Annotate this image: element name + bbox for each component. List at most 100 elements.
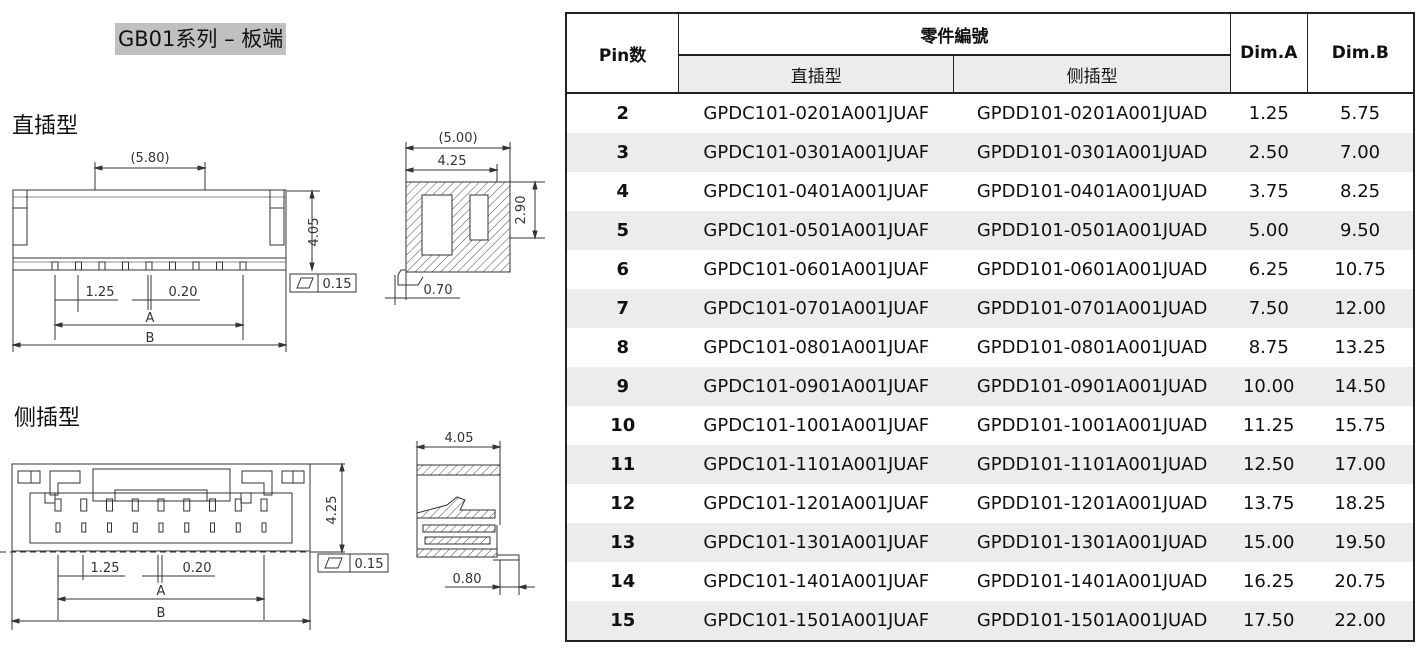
side-part-cell: GPDD101-0801A001JUAD	[976, 337, 1208, 358]
side-part-cell: GPDD101-1101A001JUAD	[953, 445, 1231, 484]
side-part-cell: GPDD101-0701A001JUAD	[953, 289, 1231, 328]
dim-a-cell: 1.25	[1248, 103, 1289, 124]
straight-part-cell: GPDC101-1001A001JUAF	[703, 415, 930, 436]
pin-mark	[145, 261, 153, 271]
pin-mark	[209, 498, 216, 512]
dim-a-cell: 13.75	[1242, 493, 1295, 514]
dim-b-cell: 14.50	[1307, 367, 1414, 406]
side-side-drawing: 4.05 0.80	[395, 425, 555, 600]
pin-mark	[106, 498, 113, 512]
pin-cell: 9	[566, 367, 679, 406]
dim-height-label: 2.90	[514, 196, 529, 225]
dim-b-cell: 19.50	[1307, 523, 1414, 562]
side-part-cell: GPDD101-0301A001JUAD	[953, 133, 1231, 172]
straight-front-drawing: (5.80) 4.05 0.15 1.25 0.20 A B	[0, 140, 370, 355]
dim-a-cell: 12.50	[1230, 445, 1308, 484]
side-part-cell: GPDD101-1401A001JUAD	[976, 571, 1208, 592]
straight-part-cell: GPDC101-1201A001JUAF	[703, 493, 930, 514]
side-part-cell: GPDD101-0201A001JUAD	[976, 103, 1208, 124]
pin-cell: 7	[566, 289, 679, 328]
dim-b-cell: 9.50	[1307, 211, 1414, 250]
side-part-cell: GPDD101-1501A001JUAD	[953, 601, 1231, 641]
dim-a-cell: 5.00	[1230, 211, 1308, 250]
pin-cell: 8	[616, 337, 630, 358]
pitch-label: 1.25	[91, 561, 120, 576]
pin-cell: 13	[566, 523, 679, 562]
straight-part-cell: GPDC101-1401A001JUAF	[703, 571, 930, 592]
pin-mark	[192, 261, 200, 271]
header-side: 侧插型	[953, 54, 1231, 94]
pin-width-label: 0.20	[183, 561, 212, 576]
flatness-label: 0.15	[355, 557, 384, 572]
dim-b-cell: 10.75	[1334, 259, 1386, 280]
header-pin: Pin数	[565, 12, 680, 94]
straight-part-cell: GPDC101-0801A001JUAF	[703, 337, 930, 358]
page-title: GB01系列 – 板端	[115, 23, 287, 55]
pin-cell: 5	[566, 211, 679, 250]
dim-a-cell: 17.50	[1230, 601, 1308, 641]
header-dim-a: Dim.A	[1229, 12, 1308, 94]
pin-mark	[216, 261, 223, 271]
header-straight: 直插型	[678, 54, 955, 94]
straight-part-cell: GPDC101-0201A001JUAF	[703, 103, 930, 124]
header-dim-b: Dim.B	[1306, 12, 1415, 94]
dim-a-label: A	[157, 584, 166, 599]
pin-mark	[183, 498, 191, 512]
pin-cell: 10	[610, 415, 636, 436]
pin-width-label: 0.20	[169, 285, 198, 300]
header-part-no: 零件編號	[678, 12, 1231, 56]
dim-b-cell: 22.00	[1307, 601, 1414, 641]
pin-cell: 12	[610, 493, 636, 514]
dim-a-cell: 16.25	[1242, 571, 1295, 592]
table-row: 12 GPDC101-1201A001JUAF GPDD101-1201A001JU…	[566, 484, 1414, 523]
dim-height-label: 4.05	[307, 218, 322, 247]
pin-mark	[75, 261, 82, 271]
dim-b-cell: 5.75	[1340, 103, 1381, 124]
dim-top-label: (5.80)	[130, 151, 169, 166]
straight-part-cell: GPDC101-1301A001JUAF	[678, 523, 954, 562]
pin-mark	[260, 498, 268, 512]
pin-mark	[81, 522, 87, 533]
pin-cell: 15	[566, 601, 679, 641]
straight-part-cell: GPDC101-0501A001JUAF	[678, 211, 954, 250]
dim-a-label: A	[146, 311, 155, 326]
pin-mark	[157, 498, 165, 512]
dim-b-cell: 15.75	[1334, 415, 1386, 436]
dim-a-cell: 7.50	[1230, 289, 1308, 328]
dim-b-cell: 13.25	[1334, 337, 1386, 358]
pin-mark	[184, 522, 190, 533]
dim-a-cell: 2.50	[1230, 133, 1308, 172]
dim-b-cell: 20.75	[1334, 571, 1386, 592]
pin-cell: 4	[616, 181, 630, 202]
straight-part-cell: GPDC101-0401A001JUAF	[703, 181, 930, 202]
pin-mark	[239, 261, 247, 271]
side-part-cell: GPDD101-0601A001JUAD	[976, 259, 1208, 280]
side-part-cell: GPDD101-1201A001JUAD	[976, 493, 1208, 514]
pin-mark	[169, 261, 176, 271]
dim-a-cell: 8.75	[1248, 337, 1289, 358]
straight-side-drawing: (5.00) 4.25 2.90 0.70	[380, 120, 550, 310]
pin-mark	[261, 522, 267, 533]
pin-mark	[122, 261, 129, 271]
dim-a-cell: 6.25	[1248, 259, 1289, 280]
section-label-side: 侧插型	[14, 406, 81, 431]
dim-a-cell: 11.25	[1242, 415, 1295, 436]
straight-part-cell: GPDC101-0901A001JUAF	[678, 367, 954, 406]
flatness-label: 0.15	[323, 277, 352, 292]
dim-a-cell: 15.00	[1230, 523, 1308, 562]
pins	[51, 261, 247, 271]
dim-b-label: B	[146, 331, 155, 346]
pin-mark	[234, 498, 242, 512]
pin-cell: 2	[616, 103, 630, 124]
straight-part-cell: GPDC101-0701A001JUAF	[678, 289, 954, 328]
side-part-cell: GPDD101-0901A001JUAD	[953, 367, 1231, 406]
